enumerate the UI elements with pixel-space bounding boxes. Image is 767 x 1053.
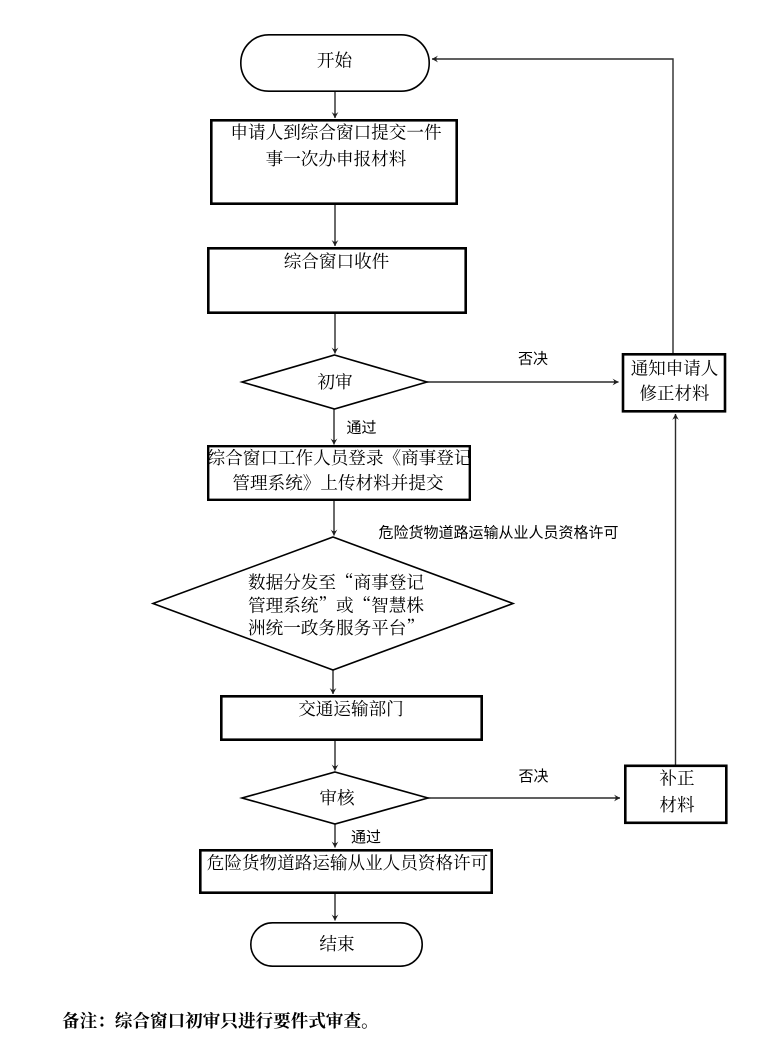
svg-text:管理系统”或“智慧株: 管理系统”或“智慧株	[248, 593, 424, 618]
svg-text:交通运输部门: 交通运输部门	[298, 699, 404, 719]
svg-text:否决: 否决	[518, 351, 548, 368]
svg-text:审核: 审核	[319, 788, 355, 808]
svg-text:申请人到综合窗口提交一件: 申请人到综合窗口提交一件	[230, 123, 442, 143]
svg-text:通过: 通过	[351, 829, 381, 846]
svg-text:事一次办申报材料: 事一次办申报材料	[266, 149, 407, 169]
svg-text:补正: 补正	[659, 769, 694, 789]
svg-text:危险货物道路运输从业人员资格许可: 危险货物道路运输从业人员资格许可	[379, 525, 619, 542]
svg-text:危险货物道路运输从业人员资格许可: 危险货物道路运输从业人员资格许可	[207, 853, 489, 873]
svg-text:结束: 结束	[319, 934, 354, 954]
svg-text:备注：综合窗口初审只进行要件式审查。: 备注：综合窗口初审只进行要件式审查。	[62, 1011, 379, 1031]
svg-text:修正材料: 修正材料	[640, 384, 710, 404]
svg-text:数据分发至“商事登记: 数据分发至“商事登记	[248, 570, 424, 595]
svg-text:材料: 材料	[659, 795, 695, 815]
svg-text:管理系统》上传材料并提交: 管理系统》上传材料并提交	[232, 473, 444, 493]
svg-text:初审: 初审	[317, 372, 353, 392]
svg-text:通过: 通过	[347, 420, 377, 437]
svg-text:洲统一政务服务平台”: 洲统一政务服务平台”	[248, 615, 424, 640]
svg-text:综合窗口收件: 综合窗口收件	[284, 252, 390, 272]
svg-text:通知申请人: 通知申请人	[631, 359, 719, 379]
svg-text:综合窗口工作人员登录《商事登记: 综合窗口工作人员登录《商事登记	[208, 448, 472, 468]
svg-text:否决: 否决	[519, 768, 549, 785]
svg-text:开始: 开始	[317, 51, 354, 71]
